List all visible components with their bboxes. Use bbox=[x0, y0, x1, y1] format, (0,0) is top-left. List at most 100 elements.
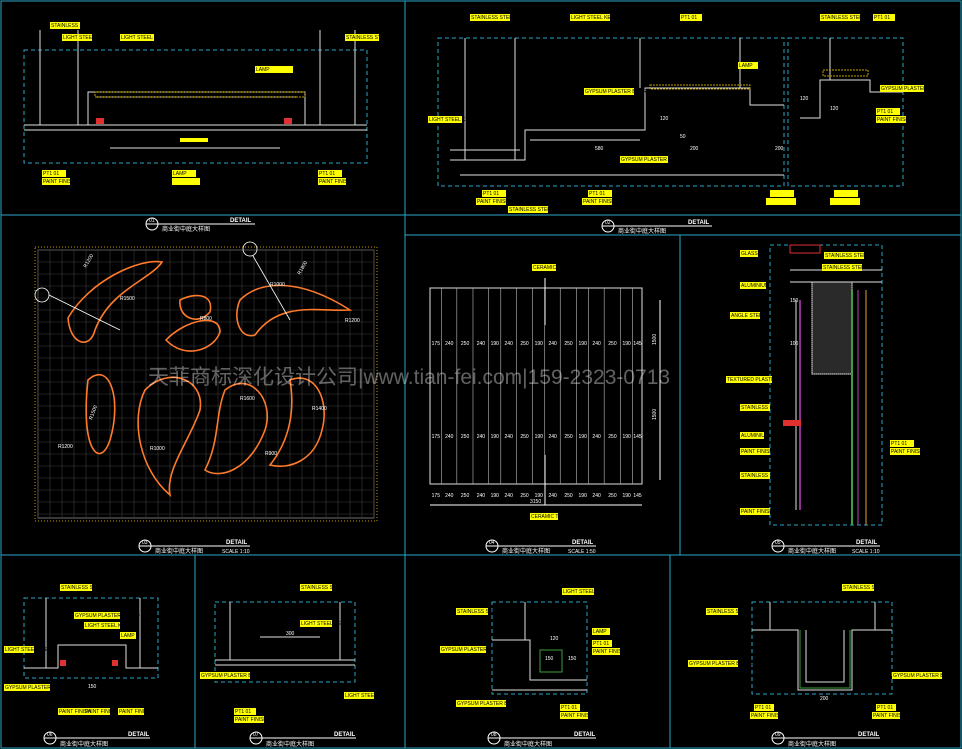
detail-subtitle: 商业街中庭大样图 bbox=[266, 740, 314, 748]
tag-text: LIGHT STEEL KEEL bbox=[63, 35, 109, 41]
dimension-text: 150 bbox=[545, 656, 554, 662]
panel-6-title-block: 06 DETAIL 商业街中庭大样图 bbox=[43, 731, 150, 748]
panel-3-ceiling-plan: R1200 R1500 R1000 R1800 R1200 R800 R1500… bbox=[34, 241, 378, 555]
radius-label: R900 bbox=[265, 451, 277, 457]
dimension-text: 100 bbox=[790, 341, 799, 347]
tile-dimension: 250 bbox=[461, 434, 470, 440]
tile-dimension: 250 bbox=[608, 341, 617, 347]
radius-label: R1200 bbox=[58, 444, 73, 450]
tag-text: ALUMINIUM bbox=[741, 283, 769, 289]
tag-text: STAINLESS STEEL bbox=[51, 23, 96, 29]
dimension-text: 200 bbox=[820, 696, 829, 702]
panel-5-wall-section: GLASS STAINLESS STEEL ALUMINIUM STAINLES… bbox=[726, 244, 923, 555]
tag-text: LIGHT STEEL KEEL bbox=[301, 621, 347, 627]
panel-7-ceiling-section: STAINLESS STEEL LIGHT STEEL KEEL GYPSUM … bbox=[200, 584, 391, 748]
tile-dimension: 190 bbox=[622, 434, 631, 440]
tile-dimension: 250 bbox=[564, 341, 573, 347]
scale-label: SCALE 1:10 bbox=[222, 549, 250, 555]
tile-dimension: 250 bbox=[608, 493, 617, 499]
watermark-text: 天菲商标深化设计公司|www.tian-fei.com|159-2323-071… bbox=[148, 366, 670, 389]
dimension-text: 120 bbox=[830, 106, 839, 112]
detail-subtitle: 商业街中庭大样图 bbox=[788, 547, 836, 555]
tag-text: GYPSUM PLASTER BOARD bbox=[893, 673, 958, 679]
tag-text: CERAMIC TILE bbox=[533, 265, 569, 271]
tag-text: LAMP bbox=[173, 171, 187, 177]
tag-text: LIGHT STEEL KEEL bbox=[345, 693, 391, 699]
tag-text: STAINLESS STEEL bbox=[301, 585, 346, 591]
dimension-text: 1500 bbox=[652, 409, 658, 420]
tag-text: PT1 01 bbox=[877, 109, 893, 115]
tag-text: STAINLESS STEEL bbox=[346, 35, 391, 41]
tag-text: GYPSUM PLASTER BOARD bbox=[457, 701, 522, 707]
tile-dimension: 190 bbox=[579, 341, 588, 347]
panel-2-ceiling-section: STAINLESS STEEL LIGHT STEEL KEEL PT1 01 … bbox=[428, 14, 946, 235]
tag-text: LIGHT STEEL KEEL bbox=[121, 35, 167, 41]
tile-dimension: 250 bbox=[461, 341, 470, 347]
tag-text: LIGHT STEEL KEEL bbox=[571, 15, 617, 21]
tag-text: PAINT FINISH bbox=[561, 713, 593, 719]
tag-text: STAINLESS STEEL bbox=[509, 207, 554, 213]
tag-text: PAINT FINISH bbox=[85, 709, 117, 715]
tag-text: PAINT FINISH bbox=[741, 449, 773, 455]
radius-label: R1600 bbox=[240, 396, 255, 402]
tag-text: GYPSUM PLASTER BOARD bbox=[75, 613, 140, 619]
tag-text: LIGHT STEEL KEEL bbox=[5, 647, 51, 653]
tile-dimension: 240 bbox=[445, 493, 454, 499]
detail-label: DETAIL bbox=[572, 540, 594, 546]
tag-text: LIGHT STEEL KEEL bbox=[429, 117, 475, 123]
tag-text: GYPSUM PLASTER BOARD bbox=[621, 157, 686, 163]
tag-text: PT1 01 bbox=[589, 191, 605, 197]
dimension-text: 3150 bbox=[530, 499, 541, 505]
panel-1-tags bbox=[42, 22, 379, 185]
tile-dimension: 250 bbox=[520, 341, 529, 347]
tile-dimension: 190 bbox=[491, 341, 500, 347]
tile-dimension: 240 bbox=[548, 493, 557, 499]
panel-6-ceiling-section: STAINLESS STEEL GYPSUM PLASTER BOARD LIG… bbox=[4, 584, 159, 748]
dimension-text: 120 bbox=[660, 116, 669, 122]
radius-label: R1400 bbox=[312, 406, 327, 412]
tile-dimension: 240 bbox=[445, 434, 454, 440]
tile-dimension: 250 bbox=[461, 493, 470, 499]
detail-label: DETAIL bbox=[334, 732, 356, 738]
tag-text: STAINLESS STEEL bbox=[821, 15, 866, 21]
tag-text: PT1 01 bbox=[891, 441, 907, 447]
detail-number: 06 bbox=[47, 732, 53, 738]
panel-2-tags bbox=[428, 14, 924, 213]
detail-number: 03 bbox=[142, 540, 148, 546]
tile-dimension: 240 bbox=[445, 341, 454, 347]
tile-dimension: 250 bbox=[520, 434, 529, 440]
tile-dimension: 240 bbox=[592, 493, 601, 499]
detail-label: DETAIL bbox=[856, 540, 878, 546]
tag-text: GLASS bbox=[741, 251, 758, 257]
panel-7-title-block: 07 DETAIL 商业街中庭大样图 bbox=[249, 731, 356, 748]
detail-number: 04 bbox=[489, 540, 495, 546]
panel-4-title-block: 04 DETAIL 商业街中庭大样图 SCALE 1:50 bbox=[485, 539, 596, 555]
radius-label: R1200 bbox=[345, 318, 360, 324]
detail-number: 05 bbox=[775, 540, 781, 546]
tile-dimension: 145 bbox=[633, 434, 642, 440]
tag-text: GYPSUM PLASTER BOARD bbox=[881, 86, 946, 92]
tag-text: PAINT FINISH bbox=[891, 449, 923, 455]
tag-text: PAINT FINISH bbox=[43, 179, 75, 185]
tile-dimension: 190 bbox=[491, 493, 500, 499]
tag-text: GYPSUM PLASTER BOARD bbox=[201, 673, 266, 679]
scale-label: SCALE 1:50 bbox=[568, 549, 596, 555]
tile-dimension: 240 bbox=[548, 341, 557, 347]
tag-text: PAINT FINISH bbox=[877, 117, 909, 123]
tag-text: PT1 01 bbox=[235, 709, 251, 715]
panel-1-title-block: 01 DETAIL 商业街中庭大样图 bbox=[145, 217, 255, 233]
detail-subtitle: 商业街中庭大样图 bbox=[618, 227, 666, 235]
tile-dimension: 250 bbox=[520, 493, 529, 499]
panel-5-title-block: 05 DETAIL 商业街中庭大样图 SCALE 1:10 bbox=[771, 539, 880, 555]
tile-dimension: 190 bbox=[535, 493, 544, 499]
tag-text: PT1 01 bbox=[561, 705, 577, 711]
radius-label: R1000 bbox=[150, 446, 165, 452]
detail-subtitle: 商业街中庭大样图 bbox=[504, 740, 552, 748]
tag-text: STAINLESS STEEL bbox=[825, 253, 870, 259]
tile-dimension: 175 bbox=[432, 434, 441, 440]
dimension-text: 200 bbox=[775, 146, 784, 152]
tile-dimension: 190 bbox=[622, 493, 631, 499]
dimension-text: 120 bbox=[800, 96, 809, 102]
